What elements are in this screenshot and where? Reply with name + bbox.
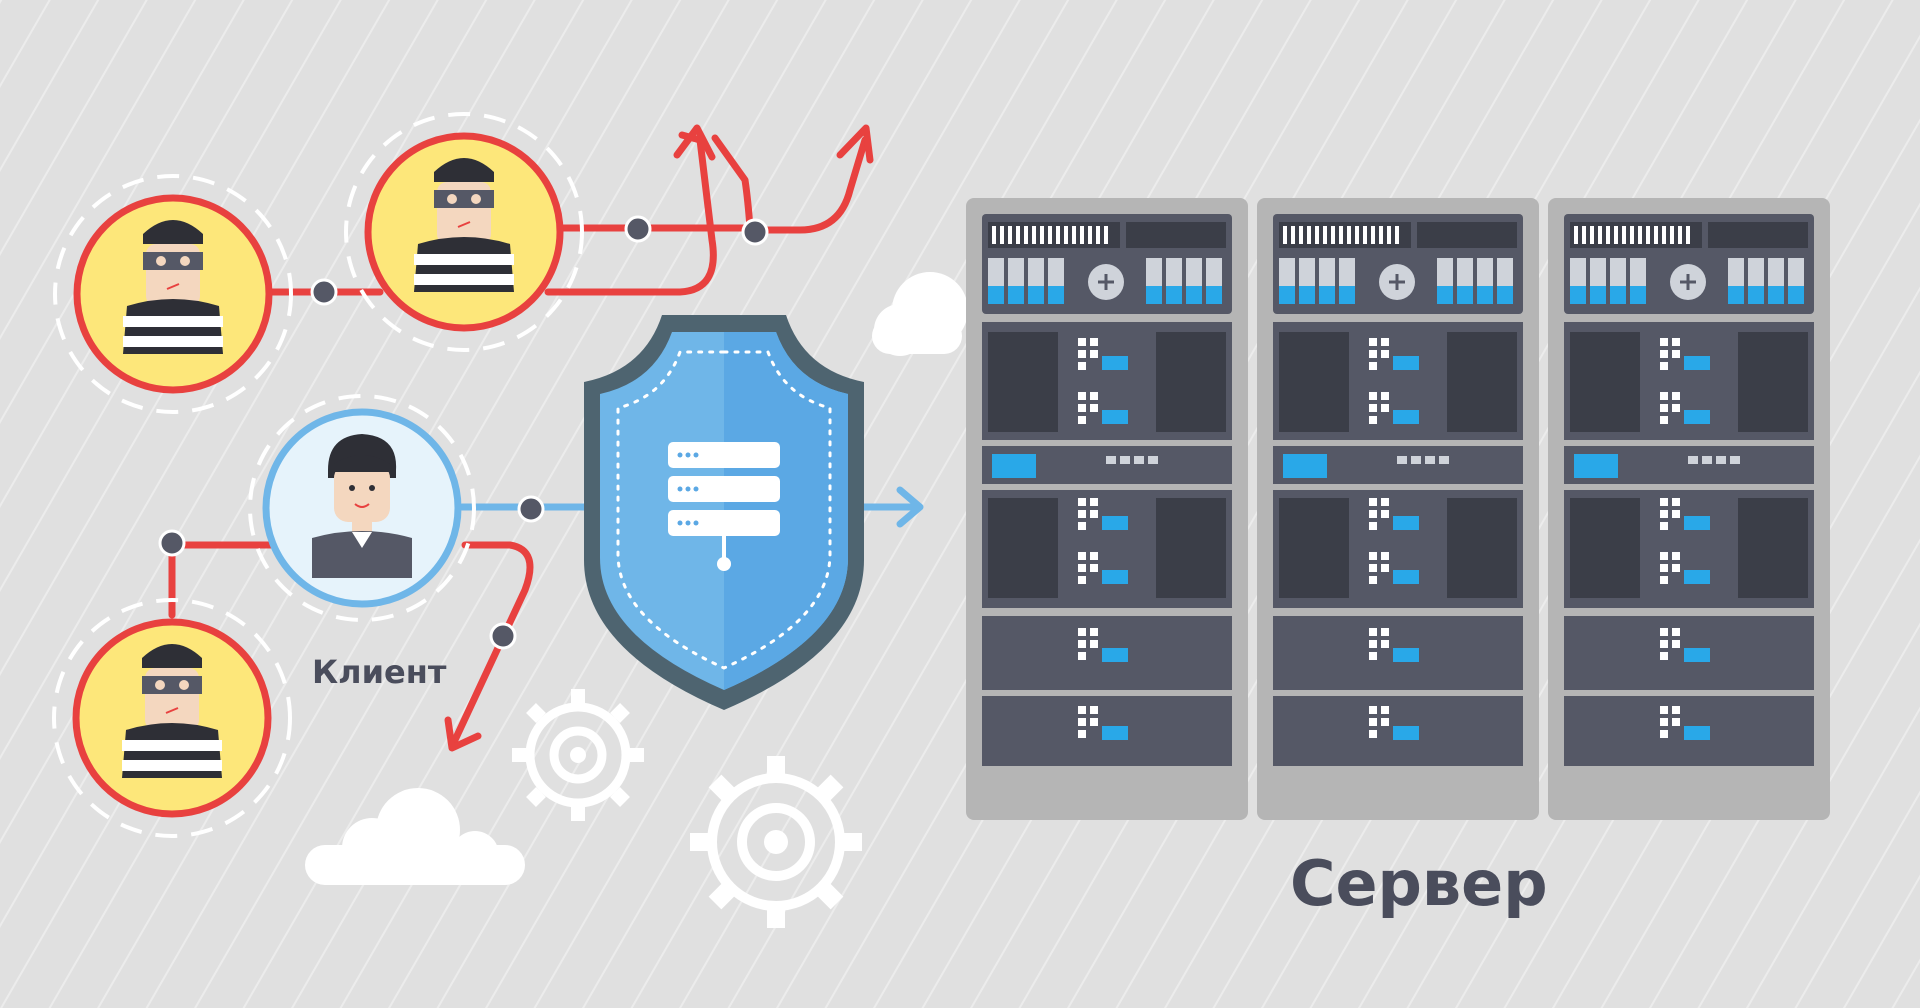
- server-rack-icon: [1255, 196, 1541, 822]
- server-stack-icon: [668, 442, 780, 571]
- cloud-icon: [872, 272, 968, 356]
- path-nodes: [158, 215, 769, 650]
- client-avatar-icon: [248, 394, 476, 622]
- gear-icon: [690, 756, 862, 928]
- server-rack-icon: [966, 198, 1248, 820]
- thief-avatar-icon: [344, 112, 584, 352]
- thief-avatar-icon: [53, 174, 293, 414]
- gear-icon: [512, 689, 644, 821]
- cloud-icon: [305, 788, 525, 885]
- threat-arrowheads: [444, 124, 874, 752]
- client-label: Клиент: [312, 653, 447, 691]
- server-label: Сервер: [1290, 847, 1548, 920]
- security-shield-icon: [584, 315, 864, 710]
- thief-avatar-icon: [52, 598, 292, 838]
- server-rack-icon: [1546, 196, 1832, 822]
